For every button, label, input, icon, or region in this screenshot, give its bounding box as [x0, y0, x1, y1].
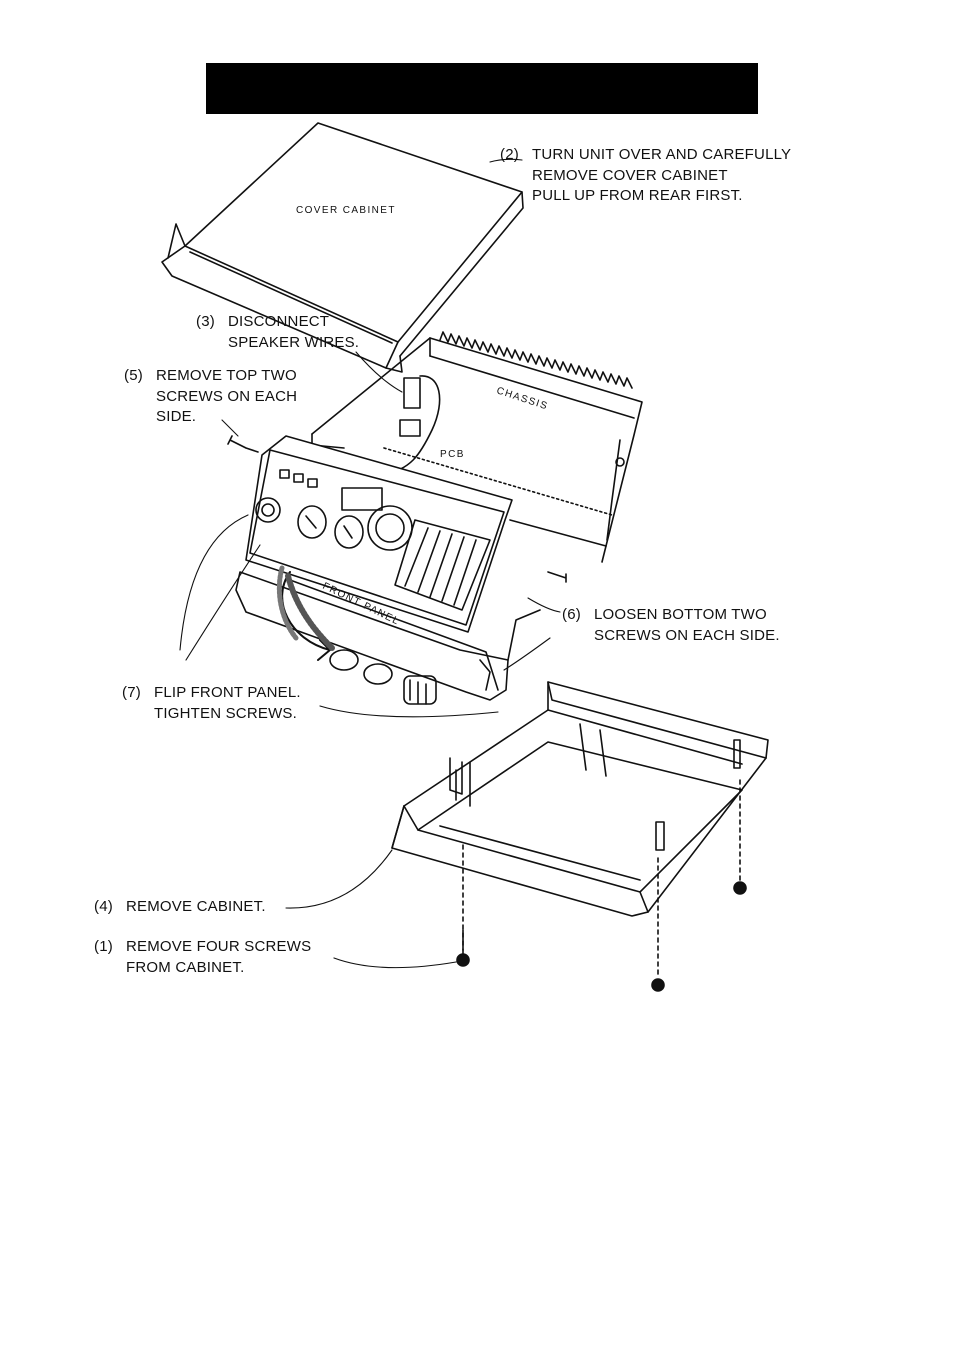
step-text: SPEAKER WIRES. [228, 333, 360, 351]
step-text: PULL UP FROM REAR FIRST. [532, 187, 743, 204]
step-number: (7) [122, 684, 141, 701]
flip-arrow [276, 565, 335, 661]
step-text: REMOVE COVER CABINET [532, 166, 728, 184]
step-text: FROM CABINET. [126, 958, 245, 976]
label-cover-cabinet: COVER CABINET [296, 205, 396, 216]
step-number: (3) [196, 313, 215, 330]
side-screw-bottom [547, 571, 567, 583]
side-screw-top [227, 435, 259, 453]
step-text: SCREWS ON EACH [156, 387, 298, 405]
step-text: DISCONNECT [228, 313, 330, 330]
step-7: (7) FLIP FRONT PANEL. TIGHTEN SCREWS. [122, 683, 301, 724]
step-text: REMOVE CABINET. [126, 898, 266, 915]
front-panel-flipped [235, 571, 541, 705]
step-text: TURN UNIT OVER AND CAREFULLY [532, 146, 792, 163]
title-bar [206, 63, 758, 114]
front-panel-upright [245, 435, 513, 633]
step-text: REMOVE TOP TWO [156, 367, 297, 384]
step-text: FLIP FRONT PANEL. [154, 684, 301, 701]
bottom-cabinet [391, 681, 769, 917]
step-6: (6) LOOSEN BOTTOM TWO SCREWS ON EACH SIDE… [562, 605, 780, 646]
step-5: (5) REMOVE TOP TWO SCREWS ON EACH SIDE. [124, 366, 297, 428]
step-number: (5) [124, 367, 143, 384]
step-text: SIDE. [156, 408, 197, 425]
label-pcb: PCB [440, 449, 465, 460]
step-text: LOOSEN BOTTOM TWO [594, 606, 767, 623]
step-text: TIGHTEN SCREWS. [154, 704, 298, 722]
step-1: (1) REMOVE FOUR SCREWS FROM CABINET. [94, 937, 311, 978]
step-number: (6) [562, 606, 581, 623]
step-text: REMOVE FOUR SCREWS [126, 938, 312, 955]
step-text: SCREWS ON EACH SIDE. [594, 626, 780, 644]
step-number: (4) [94, 898, 113, 915]
step-number: (2) [500, 146, 519, 163]
cover-cabinet [161, 122, 524, 373]
cabinet-screws [456, 779, 747, 992]
step-3: (3) DISCONNECT SPEAKER WIRES. [196, 312, 359, 353]
step-2: (2) TURN UNIT OVER AND CAREFULLY REMOVE C… [500, 145, 791, 207]
step-4: (4) REMOVE CABINET. [94, 897, 266, 918]
step-number: (1) [94, 938, 113, 955]
leader-lines [179, 158, 561, 969]
speaker-connector [383, 375, 441, 475]
